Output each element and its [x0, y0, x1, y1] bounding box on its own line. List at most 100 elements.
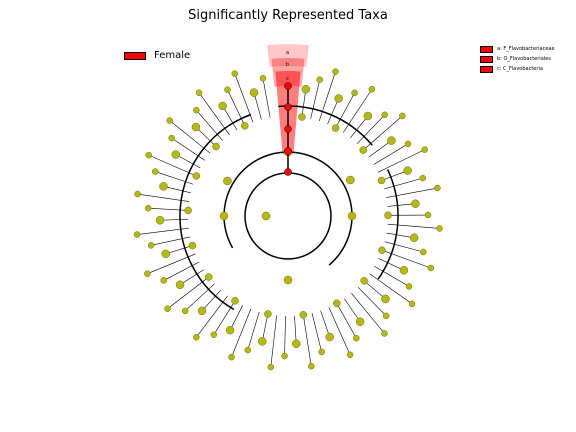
- tree-branch: [229, 305, 244, 331]
- taxon-node: [147, 242, 155, 249]
- clade-label-b: b: [286, 62, 289, 68]
- taxon-node: [419, 174, 427, 182]
- taxon-node: [384, 211, 392, 220]
- taxon-node: [299, 311, 308, 319]
- tree-branch: [342, 89, 373, 133]
- tree-branch: [378, 258, 405, 271]
- taxon-node: [360, 277, 368, 285]
- taxon-node: [333, 299, 341, 308]
- tree-branch: [201, 289, 222, 312]
- tree-branch: [151, 236, 191, 246]
- lineage-node-genus: [284, 82, 292, 90]
- tree-branch: [253, 92, 262, 120]
- taxon-node: [368, 85, 376, 93]
- tree-branch: [198, 92, 230, 136]
- tree-branch: [137, 227, 189, 235]
- tree-branch: [196, 109, 223, 141]
- taxon-node: [346, 175, 355, 185]
- class-arc: [223, 151, 353, 266]
- group-legend: Female: [124, 50, 190, 61]
- tree-branch: [381, 170, 408, 181]
- taxon-node: [161, 249, 170, 259]
- taxon-node: [436, 225, 443, 232]
- clade-b-swatch: [480, 55, 493, 63]
- lineage-node-order: [284, 125, 292, 133]
- clade-c-text: c: C_Flavobacteria: [497, 66, 543, 72]
- chart-title: Significantly Represented Taxa: [188, 8, 388, 23]
- taxon-node: [399, 266, 409, 275]
- tree-branch: [344, 298, 361, 322]
- clade-legend-row: a: F_Flavobacteriaceae: [480, 44, 555, 54]
- tree-branch: [231, 308, 252, 358]
- tree-branch: [148, 154, 197, 177]
- taxon-node: [411, 199, 420, 208]
- tree-branch: [310, 79, 321, 119]
- tree-branch: [373, 143, 409, 165]
- taxon-node: [212, 142, 220, 151]
- tree-branch: [261, 313, 269, 342]
- taxon-node: [144, 204, 152, 212]
- taxon-node: [218, 101, 227, 111]
- tree-branch: [387, 203, 416, 207]
- taxon-node: [308, 362, 315, 370]
- tree-branch: [381, 249, 431, 269]
- taxon-node: [181, 307, 189, 315]
- taxon-node: [191, 122, 201, 132]
- tree-branch: [377, 149, 425, 173]
- tree-branch: [195, 126, 217, 147]
- taxon-node: [175, 280, 185, 290]
- taxon-node: [188, 241, 197, 250]
- tree-branch: [318, 71, 336, 122]
- taxon-node: [231, 297, 239, 305]
- taxon-node: [427, 264, 435, 272]
- taxon-node: [420, 248, 427, 256]
- clade-a-text: a: F_Flavobacteriaceae: [497, 46, 555, 52]
- tree-branch: [270, 315, 277, 368]
- tree-branch: [384, 241, 424, 253]
- tree-branch: [374, 266, 410, 287]
- tree-branch: [336, 303, 357, 339]
- taxon-node: [351, 89, 358, 97]
- taxon-node: [168, 134, 175, 142]
- tree-branch: [387, 223, 440, 229]
- taxon-node: [267, 363, 275, 371]
- taxon-node: [225, 325, 235, 335]
- tree-branch: [227, 89, 246, 126]
- taxon-node: [359, 146, 367, 154]
- clade-label-c: a: [286, 50, 289, 56]
- taxon-node: [381, 111, 388, 119]
- taxon-node: [378, 246, 386, 254]
- taxon-node: [193, 333, 200, 341]
- taxon-node: [134, 190, 141, 198]
- taxon-node: [261, 211, 271, 221]
- taxon-node: [399, 112, 406, 120]
- tree-branch: [262, 78, 271, 118]
- tree-branch: [386, 187, 438, 198]
- taxon-node: [145, 151, 152, 159]
- taxon-node: [421, 146, 428, 153]
- tree-branch: [303, 314, 312, 367]
- tree-branch: [368, 140, 392, 158]
- tree-branch: [294, 315, 297, 344]
- clade-legend-row: c: C_Flavobacteria: [480, 64, 555, 74]
- taxon-node: [331, 124, 340, 132]
- taxon-node: [363, 111, 373, 121]
- tree-branch: [363, 280, 386, 300]
- tree-branch: [160, 219, 189, 221]
- tree-branch: [247, 311, 260, 351]
- taxon-node: [210, 331, 218, 338]
- taxon-node: [133, 231, 141, 238]
- tree-branch: [311, 312, 322, 352]
- tree-branch: [356, 114, 385, 144]
- taxon-node: [347, 211, 357, 221]
- taxon-node: [346, 351, 354, 359]
- tree-branch: [357, 287, 387, 317]
- lineage-node-family: [284, 103, 292, 111]
- taxon-node: [219, 211, 229, 221]
- taxon-node: [403, 166, 412, 175]
- taxon-node: [325, 332, 334, 342]
- taxon-node: [193, 106, 200, 114]
- female-legend-label: Female: [154, 50, 191, 61]
- tree-branch: [222, 105, 238, 131]
